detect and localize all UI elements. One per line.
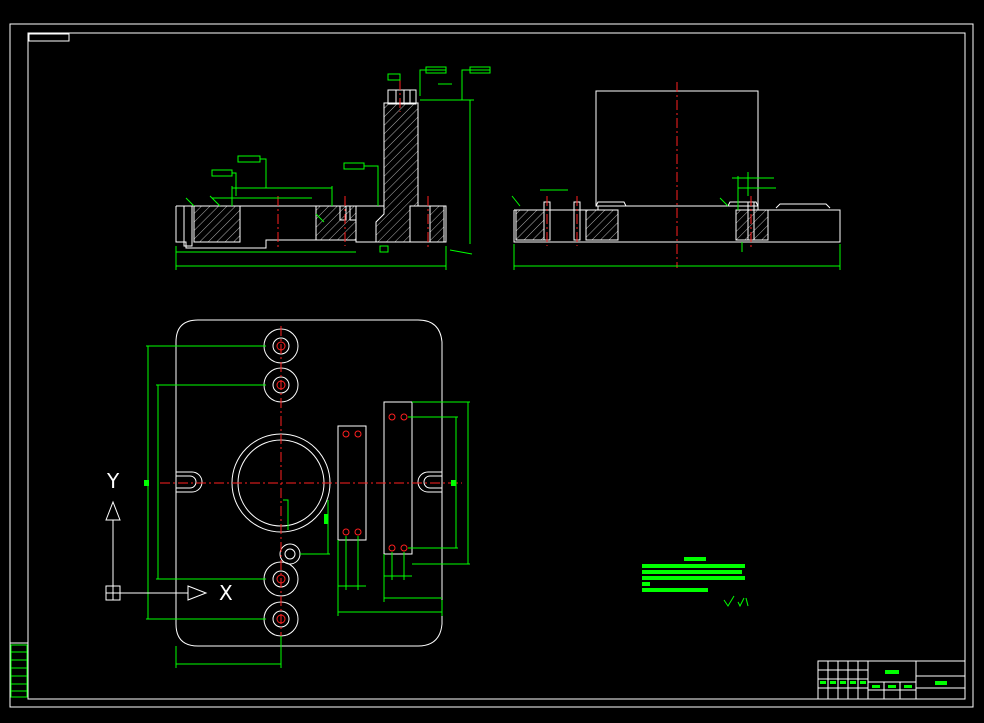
plan-view[interactable] [144,319,470,668]
coordinate-axes: Y X [105,469,233,605]
side-section-view[interactable] [511,82,841,270]
technical-requirements-note [642,557,749,608]
side-revision-strip [10,644,28,698]
drawing-frame [9,23,974,708]
x-axis-label: X [219,581,233,605]
front-section-view[interactable] [175,66,491,270]
y-axis-label: Y [106,469,120,493]
title-block[interactable] [817,660,966,700]
